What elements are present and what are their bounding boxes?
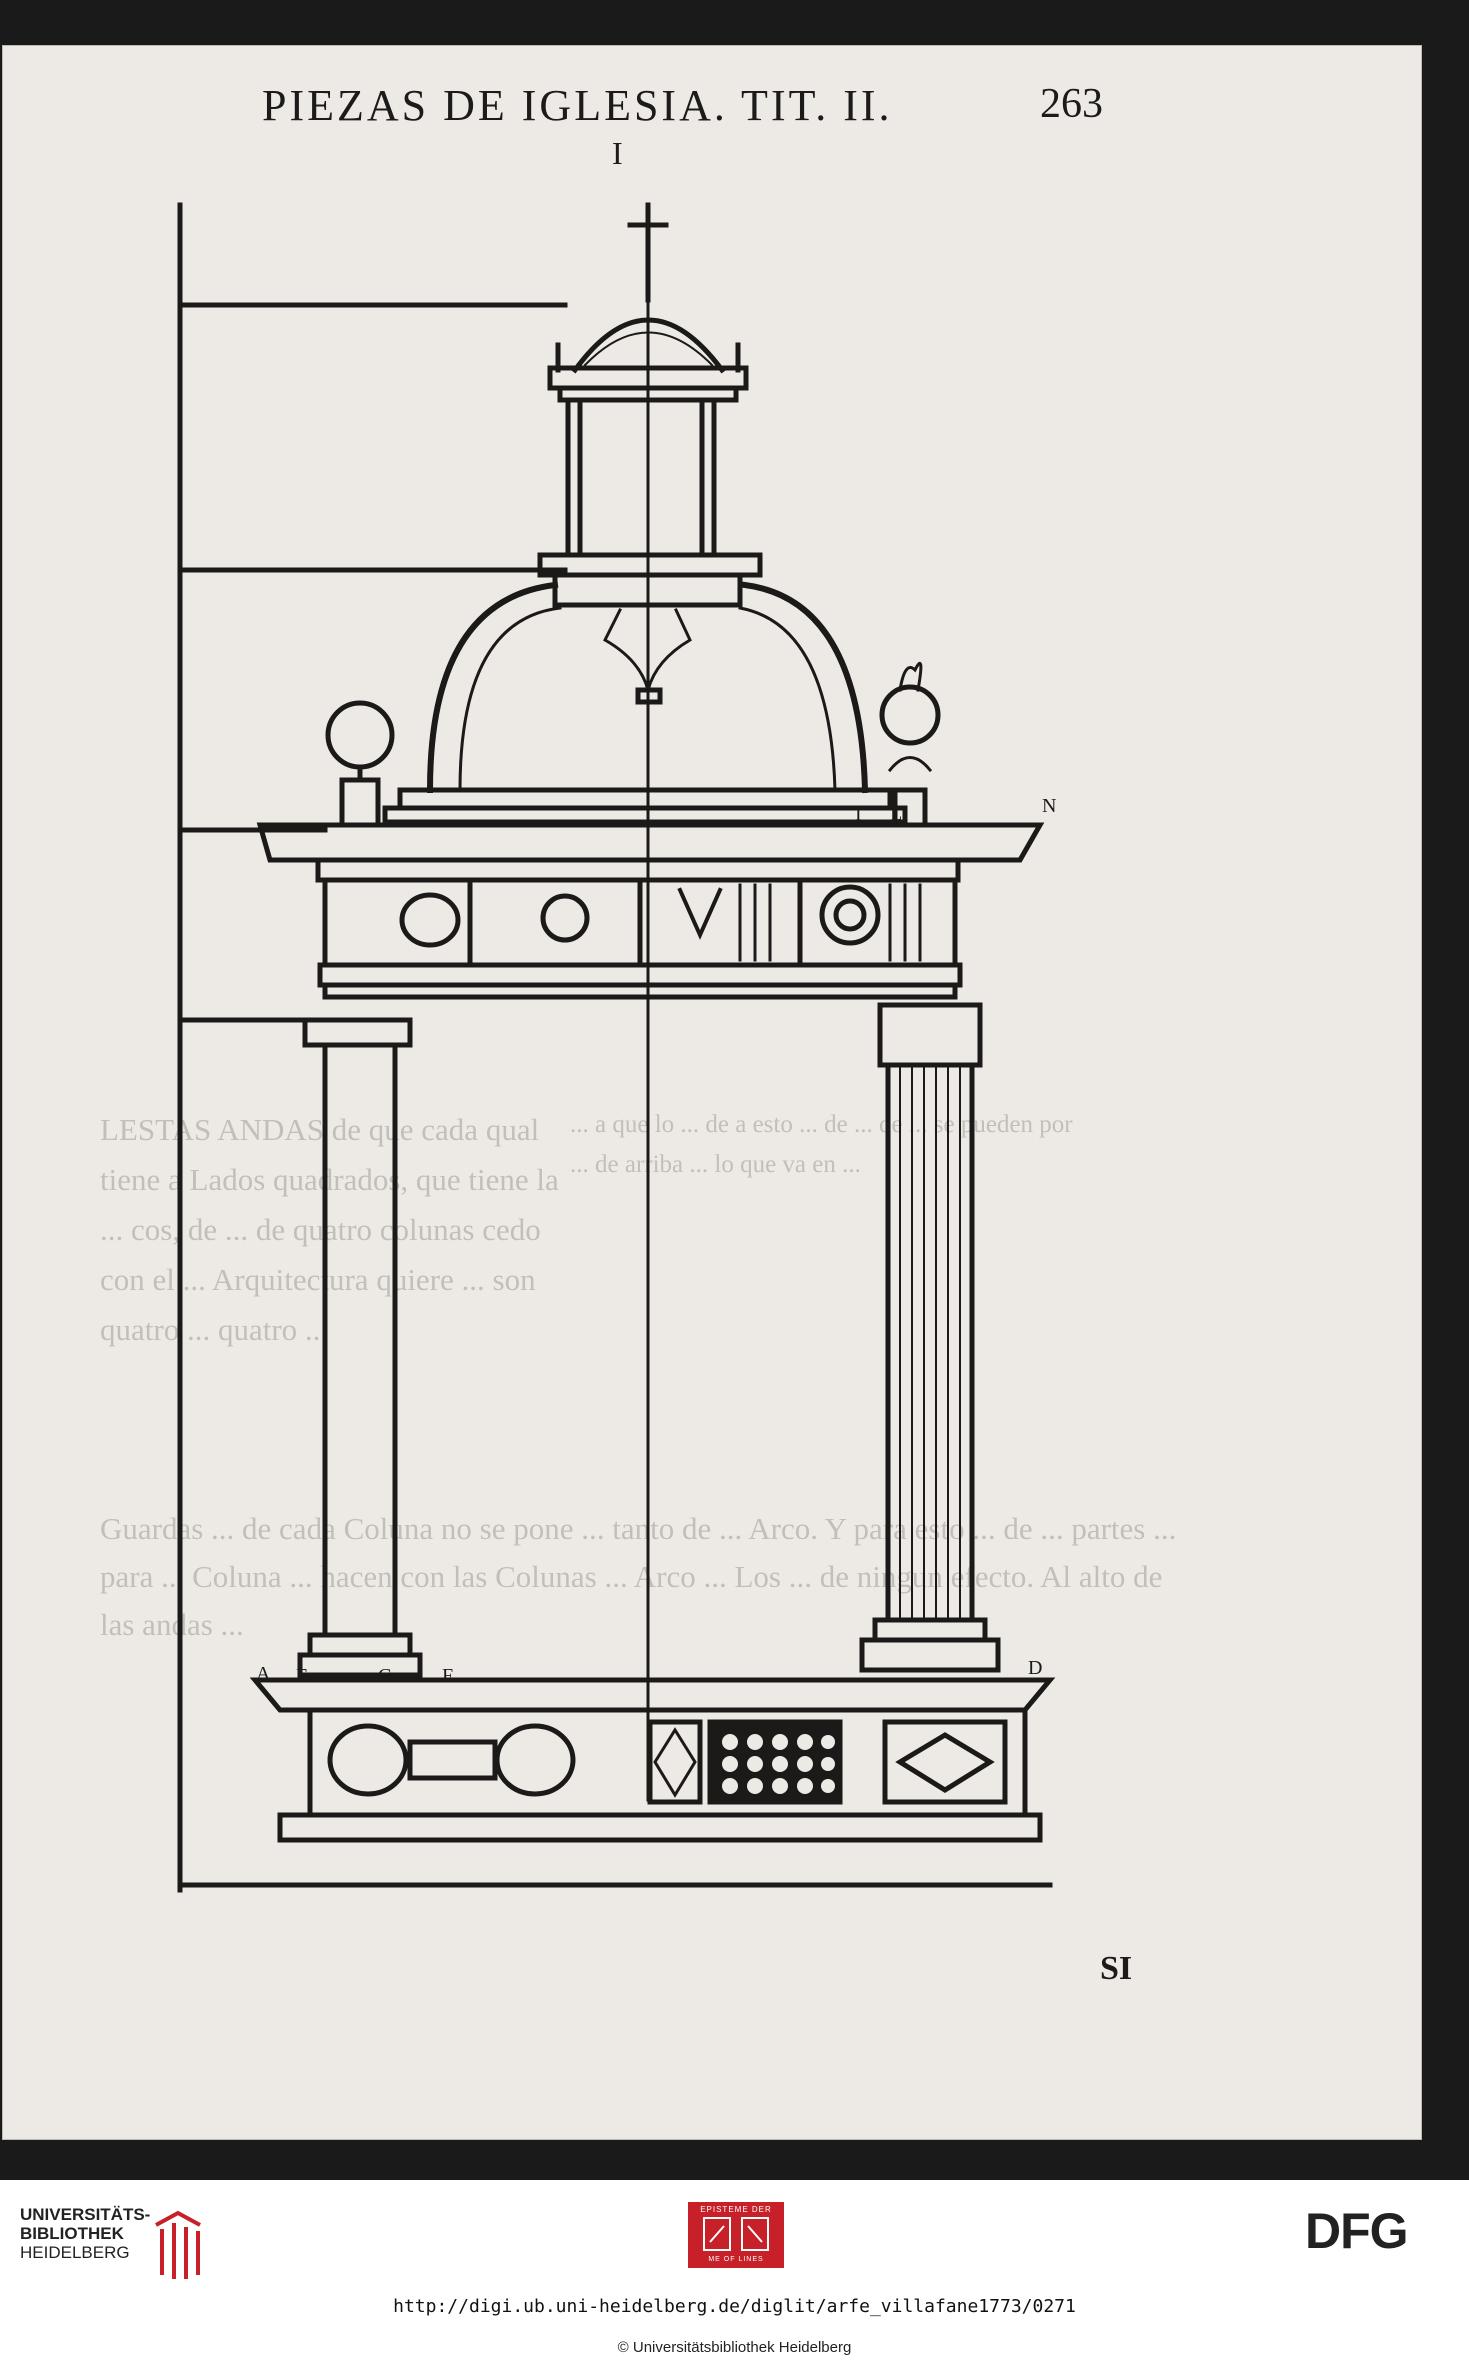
bleed-through-left-column: LESTAS ANDAS de que cada qual tiene a La… xyxy=(100,1112,559,1347)
bleed-through-paragraph: Guardas ... de cada Coluna no se pone ..… xyxy=(100,1511,1177,1642)
dfg-logo[interactable]: DFG xyxy=(1305,2203,1409,2259)
label-c: C xyxy=(378,1665,391,1687)
library-emblem-icon xyxy=(155,2210,201,2279)
copyright-notice: © Universitätsbibliothek Heidelberg xyxy=(617,2339,852,2356)
epistemes-top-text: EPISTEME DER xyxy=(700,2205,772,2214)
library-city: HEIDELBERG xyxy=(20,2243,130,2262)
bleed-through-right-column: ... a que lo ... de a esto ... de ... de… xyxy=(570,1111,1073,1178)
label-a: A xyxy=(256,1663,271,1685)
plate-number: I xyxy=(612,135,623,171)
permalink-url[interactable]: http://digi.ub.uni-heidelberg.de/diglit/… xyxy=(393,2296,1076,2317)
canopy-woodcut-figure: N A E C F D I L xyxy=(177,202,1056,1893)
label-l: L xyxy=(890,803,902,825)
label-n: N xyxy=(1042,795,1056,817)
label-f: F xyxy=(442,1665,453,1687)
label-e: E xyxy=(296,1665,308,1687)
epistemes-logo[interactable]: EPISTEME DER ME OF LINES xyxy=(688,2202,784,2268)
epistemes-bottom-text: ME OF LINES xyxy=(708,2256,764,2263)
library-name-line1: UNIVERSITÄTS- xyxy=(20,2205,151,2224)
running-header: PIEZAS DE IGLESIA. TIT. II. xyxy=(262,81,893,130)
epistemes-emblem-icon xyxy=(703,2217,769,2251)
university-library-logo[interactable]: UNIVERSITÄTS- BIBLIOTHEK HEIDELBERG xyxy=(20,2205,150,2262)
gathering-signature: SI xyxy=(1100,1950,1133,1987)
page-number: 263 xyxy=(1040,81,1103,127)
library-name-line2: BIBLIOTHEK xyxy=(20,2224,124,2243)
label-i: I xyxy=(855,803,862,825)
label-d: D xyxy=(1028,1657,1042,1679)
